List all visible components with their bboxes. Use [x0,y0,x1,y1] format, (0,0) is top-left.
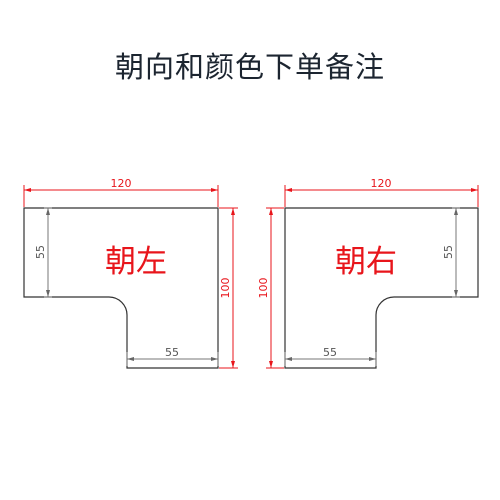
left-height-label: 100 [219,278,232,299]
left-height-arrow-t [231,208,235,215]
left-height-arrow-b [231,361,235,368]
right-leg-label: 55 [323,346,337,359]
right-width-arrow-r [471,188,478,192]
left-width-arrow-r [211,188,218,192]
right-shape-outline [284,207,479,369]
left-orientation-label: 朝左 [105,244,167,280]
right-height-label: 100 [257,278,270,299]
right-width-arrow-l [285,188,292,192]
page-title: 朝向和颜色下单备注 [114,50,385,84]
left-shape-outline [23,207,219,369]
left-arm-label: 55 [34,245,47,259]
right-arm-arrow-b [454,290,458,297]
right-arm-arrow-t [454,208,458,215]
left-width-label: 120 [111,177,132,190]
right-height-arrow-b [269,361,273,368]
left-leg-label: 55 [165,346,179,359]
right-facing-diagram: 120 100 55 55 朝右 [257,177,479,369]
left-arm-arrow-b [46,290,50,297]
right-width-label: 120 [371,177,392,190]
left-leg-arrow-l [127,357,134,361]
right-leg-arrow-r [369,357,376,361]
left-leg-arrow-r [211,357,218,361]
right-leg-arrow-l [285,357,292,361]
left-arm-arrow-t [46,208,50,215]
right-orientation-label: 朝右 [335,244,397,280]
left-facing-diagram: 120 55 100 55 朝左 [23,177,238,369]
left-width-arrow-l [24,188,31,192]
right-height-arrow-t [269,208,273,215]
right-arm-label: 55 [442,245,455,259]
